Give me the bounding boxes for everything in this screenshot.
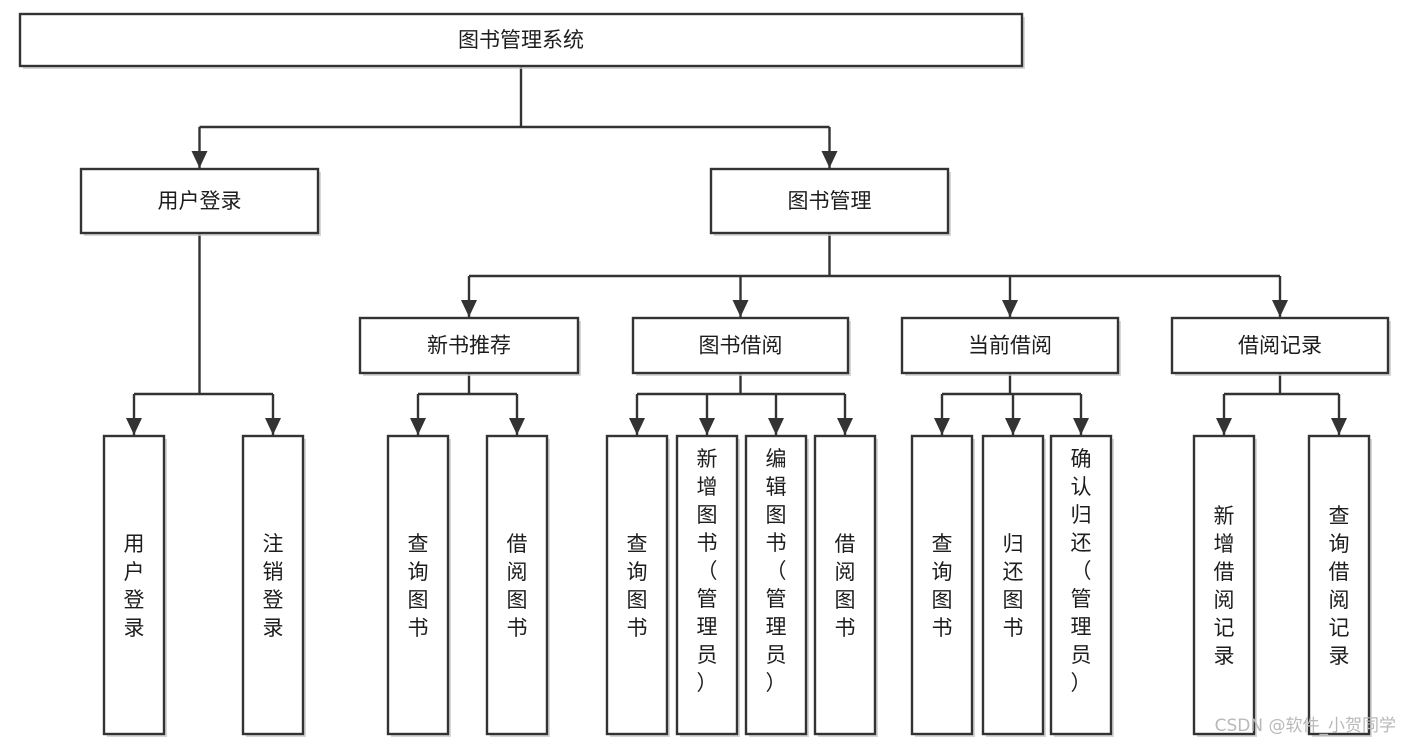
node-current-borrow[interactable]: 当前借阅 xyxy=(900,316,1121,376)
node-book-management[interactable]: 图书管理 xyxy=(709,167,951,236)
arrow-head-icon xyxy=(1073,418,1089,435)
node-leaf-logout[interactable]: 注销登录 xyxy=(241,434,306,737)
node-borrow-records[interactable]: 借阅记录 xyxy=(1170,316,1391,376)
arrow-head-icon xyxy=(1216,418,1232,435)
node-label: 图书借阅 xyxy=(699,334,783,358)
node-label: 借阅图书 xyxy=(507,532,528,640)
node-leaf-edit-book[interactable]: 编辑图书（管理员） xyxy=(744,434,809,737)
arrow-head-icon xyxy=(410,418,426,435)
node-label: 查询图书 xyxy=(627,532,648,640)
node-label: 图书管理系统 xyxy=(458,28,584,52)
node-label: 图书管理 xyxy=(788,189,872,213)
node-label: 借阅记录 xyxy=(1238,334,1322,358)
arrow-head-icon xyxy=(1331,418,1347,435)
node-leaf-borrow-book[interactable]: 借阅图书 xyxy=(813,434,878,737)
node-label: 确认归还（管理员） xyxy=(1071,447,1092,695)
arrow-head-icon xyxy=(821,151,838,168)
arrow-head-icon xyxy=(629,418,645,435)
node-label: 新增借阅记录 xyxy=(1214,504,1235,668)
node-root[interactable]: 图书管理系统 xyxy=(18,12,1025,69)
node-leaf-confirm-return[interactable]: 确认归还（管理员） xyxy=(1049,434,1114,737)
arrow-head-icon xyxy=(699,418,715,435)
node-label: 查询图书 xyxy=(408,532,429,640)
connector-group-book-borrow xyxy=(629,373,853,435)
node-label: 查询图书 xyxy=(932,532,953,640)
arrow-head-icon xyxy=(837,418,853,435)
arrow-head-icon xyxy=(934,418,950,435)
arrow-head-icon xyxy=(126,418,142,435)
arrow-head-icon xyxy=(191,151,208,168)
arrow-head-icon xyxy=(509,418,525,435)
node-leaf-add-book[interactable]: 新增图书（管理员） xyxy=(675,434,740,737)
node-leaf-query-book-borrow[interactable]: 查询图书 xyxy=(605,434,670,737)
connector-group-borrow-records xyxy=(1216,373,1347,435)
arrow-head-icon xyxy=(1002,300,1018,317)
node-user-login[interactable]: 用户登录 xyxy=(79,167,321,236)
arrow-head-icon xyxy=(265,418,281,435)
node-book-borrow[interactable]: 图书借阅 xyxy=(631,316,851,376)
node-leaf-query-book-current[interactable]: 查询图书 xyxy=(910,434,975,737)
node-leaf-query-book-recommend[interactable]: 查询图书 xyxy=(386,434,451,737)
connector-group-book-management xyxy=(461,233,1288,317)
node-leaf-query-borrow-record[interactable]: 查询借阅记录 xyxy=(1307,434,1372,737)
connector-layer xyxy=(126,66,1347,435)
node-label: 注销登录 xyxy=(263,532,284,640)
arrow-head-icon xyxy=(1005,418,1021,435)
arrow-head-icon xyxy=(1272,300,1288,317)
node-new-book-recommend[interactable]: 新书推荐 xyxy=(358,316,581,376)
node-label: 用户登录 xyxy=(158,189,242,213)
node-label: 当前借阅 xyxy=(968,334,1052,358)
arrow-head-icon xyxy=(732,300,749,317)
connector-group-new-book-recommend xyxy=(410,373,525,435)
node-label: 查询借阅记录 xyxy=(1329,504,1350,668)
connector-group-current-borrow xyxy=(934,373,1089,435)
arrow-head-icon xyxy=(461,300,477,317)
node-label: 新书推荐 xyxy=(427,334,511,358)
connector-group-root xyxy=(191,66,838,168)
node-label: 归还图书 xyxy=(1003,532,1024,640)
node-layer: 图书管理系统用户登录图书管理新书推荐图书借阅当前借阅借阅记录用户登录注销登录查询… xyxy=(18,12,1391,737)
node-leaf-user-login[interactable]: 用户登录 xyxy=(102,434,167,737)
node-leaf-borrow-book-recommend[interactable]: 借阅图书 xyxy=(485,434,550,737)
node-leaf-add-borrow-record[interactable]: 新增借阅记录 xyxy=(1192,434,1257,737)
arrow-head-icon xyxy=(768,418,784,435)
node-label: 编辑图书（管理员） xyxy=(766,447,787,695)
node-label: 用户登录 xyxy=(124,532,145,640)
csdn-watermark: CSDN @软件_小贺同学 xyxy=(1215,716,1396,736)
node-leaf-return-book[interactable]: 归还图书 xyxy=(981,434,1046,737)
node-label: 新增图书（管理员） xyxy=(697,447,718,695)
node-label: 借阅图书 xyxy=(835,532,856,640)
connector-group-user-login xyxy=(126,233,281,435)
